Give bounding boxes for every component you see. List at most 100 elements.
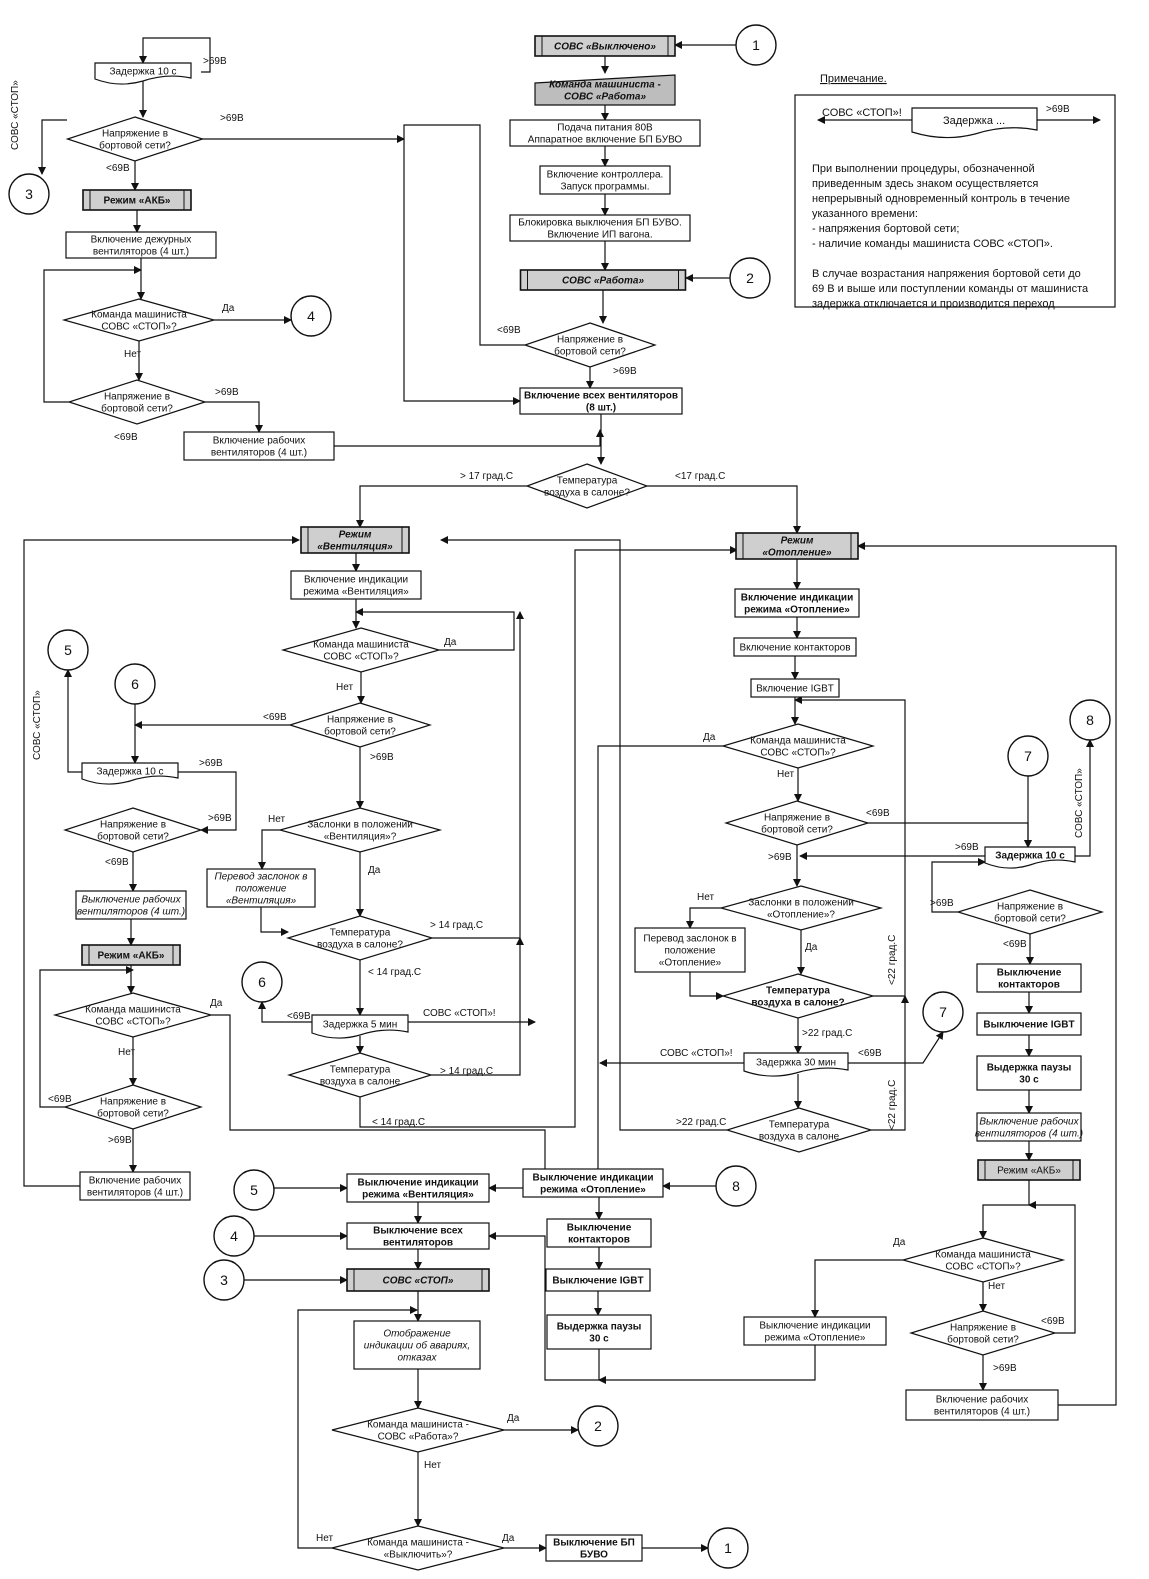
node-r11 <box>743 1316 887 1346</box>
node-v6-text-0: Температура <box>330 928 391 939</box>
node-a3-text-1: вентиляторов (4 шт.) <box>77 907 185 918</box>
node-l3-text-0: Режим «АКБ» <box>104 196 171 207</box>
node-s7-text-0: Выключение БП <box>553 1538 635 1549</box>
node-v3-text-0: Напряжение в <box>327 715 393 726</box>
node-a3 <box>75 890 187 920</box>
node-v0-text-0: Режим <box>339 530 372 541</box>
node-s6-text-1: «Выключить»? <box>384 1550 453 1561</box>
edge-47 <box>258 1001 312 1023</box>
node-a4-text-0: Режим «АКБ» <box>98 951 165 962</box>
edge-label-51: СОВС «СТОП» <box>1074 768 1085 838</box>
node-a3-text-0: Выключение рабочих <box>81 894 181 906</box>
edge-label-46: <22 град.С <box>887 935 898 985</box>
edge-50 <box>431 937 524 1076</box>
node-h1 <box>734 588 860 618</box>
connector-label-c1a: 1 <box>752 37 760 53</box>
edge-label-14: <69В <box>263 712 287 723</box>
node-n5-text-0: Блокировка выключения БП БУВО. <box>518 218 682 229</box>
node-v7-text-0: Задержка 5 мин <box>323 1020 398 1031</box>
edge-label-18: > 14 град.С <box>430 920 483 931</box>
connector-c3b <box>203 1259 245 1301</box>
node-s2 <box>346 1222 490 1250</box>
legend-note: Примечание. СОВС «СТОП»! Задержка ... >6… <box>794 73 1116 310</box>
node-s4-text-1: индикации об авариях, <box>364 1340 470 1352</box>
node-e1 <box>522 1168 664 1198</box>
edge-61 <box>297 1306 418 1549</box>
node-n2-text-1: СОВС «Работа» <box>564 91 647 103</box>
edge-41 <box>211 1014 546 1192</box>
edge-label-9: >69В <box>613 366 637 377</box>
edge-label-5: Нет <box>124 349 141 360</box>
edge-label-11: <17 град.С <box>675 471 725 482</box>
node-e2-text-1: контакторов <box>568 1235 630 1246</box>
edge-label-17: Да <box>368 865 381 876</box>
edge-96 <box>979 1180 1030 1239</box>
edge-label-54: <69В <box>1041 1316 1065 1327</box>
node-a5-text-1: СОВС «СТОП»? <box>95 1017 171 1028</box>
node-h8 <box>720 973 876 1019</box>
edge-33 <box>64 669 90 773</box>
edge-label-25: >69В <box>199 758 223 769</box>
edge-label-43: СОВС «СТОП»! <box>660 1048 733 1059</box>
node-r7-text-0: Режим «АКБ» <box>997 1166 1061 1177</box>
note-line-5: - наличие команды машиниста СОВС «СТОП». <box>812 238 1053 250</box>
edge-label-47: <22 град.С <box>887 1080 898 1130</box>
node-v1-text-0: Включение индикации <box>304 575 408 586</box>
node-s3-text-0: СОВС «СТОП» <box>383 1276 454 1287</box>
node-n7-text-1: бортовой сети? <box>554 346 626 358</box>
edge-98 <box>1028 1201 1076 1334</box>
node-n8-text-0: Включение всех вентиляторов <box>524 391 678 402</box>
edge-45 <box>432 611 524 939</box>
node-v5-text-0: Перевод заслонок в <box>215 872 308 883</box>
edge-86 <box>488 1232 600 1381</box>
connector-label-c8b: 8 <box>732 1178 740 1194</box>
node-a2-text-1: бортовой сети? <box>97 831 169 843</box>
note-line-7: В случае возрастания напряжения бортовой… <box>812 268 1081 280</box>
node-v2-text-1: СОВС «СТОП»? <box>323 652 399 663</box>
node-l5 <box>61 298 217 342</box>
edge-label-10: > 17 град.С <box>460 471 513 482</box>
edge-label-24: СОВС «СТОП» <box>32 690 43 760</box>
edge-label-21: СОВС «СТОП»! <box>423 1008 496 1019</box>
node-n2 <box>534 74 676 106</box>
edge-label-1: >69В <box>220 113 244 124</box>
edge-9 <box>403 124 525 405</box>
edge-38 <box>39 966 134 1108</box>
connector-c2a <box>729 257 771 299</box>
node-s3 <box>346 1268 490 1292</box>
connector-c6b <box>241 961 283 1003</box>
node-r4-text-0: Выключение IGBT <box>983 1020 1074 1031</box>
node-h0-text-0: Режим <box>781 536 814 547</box>
node-r1-text-0: Задержка 10 с <box>995 851 1065 862</box>
node-l7 <box>183 431 335 461</box>
node-v8-text-0: Температура <box>330 1065 391 1076</box>
node-e2-text-0: Выключение <box>567 1223 632 1234</box>
connector-c8b <box>715 1165 757 1207</box>
node-n3 <box>509 119 701 147</box>
node-v3 <box>287 702 433 748</box>
node-e2 <box>546 1218 652 1248</box>
node-r9-text-0: Напряжение в <box>950 1323 1016 1334</box>
node-n8-text-1: (8 шт.) <box>586 403 616 414</box>
edge-label-37: Нет <box>777 769 794 780</box>
edge-label-2: <69В <box>106 163 130 174</box>
node-v4 <box>277 807 443 853</box>
connector-c1a <box>735 24 777 66</box>
note-line-0: При выполнении процедуры, обозначенной <box>812 163 1035 175</box>
node-a2-text-0: Напряжение в <box>100 820 166 831</box>
edge-label-0: >69В <box>203 56 227 67</box>
connector-label-c8a: 8 <box>1086 712 1094 728</box>
node-n4 <box>539 165 671 195</box>
node-h1-text-0: Включение индикации <box>741 593 853 604</box>
node-n4-text-1: Запуск программы. <box>560 182 649 193</box>
edge-88 <box>1075 739 1094 857</box>
node-v1-text-1: режима «Вентиляция» <box>303 587 409 598</box>
edge-label-39: >69В <box>768 852 792 863</box>
node-r8 <box>900 1237 1066 1283</box>
node-s5 <box>331 1407 505 1453</box>
node-h2-text-0: Включение контакторов <box>739 643 850 654</box>
edge-label-36: Да <box>703 732 716 743</box>
node-v5-text-2: «Вентиляция» <box>226 896 297 907</box>
edge-22 <box>43 266 142 403</box>
node-h4 <box>720 723 876 769</box>
